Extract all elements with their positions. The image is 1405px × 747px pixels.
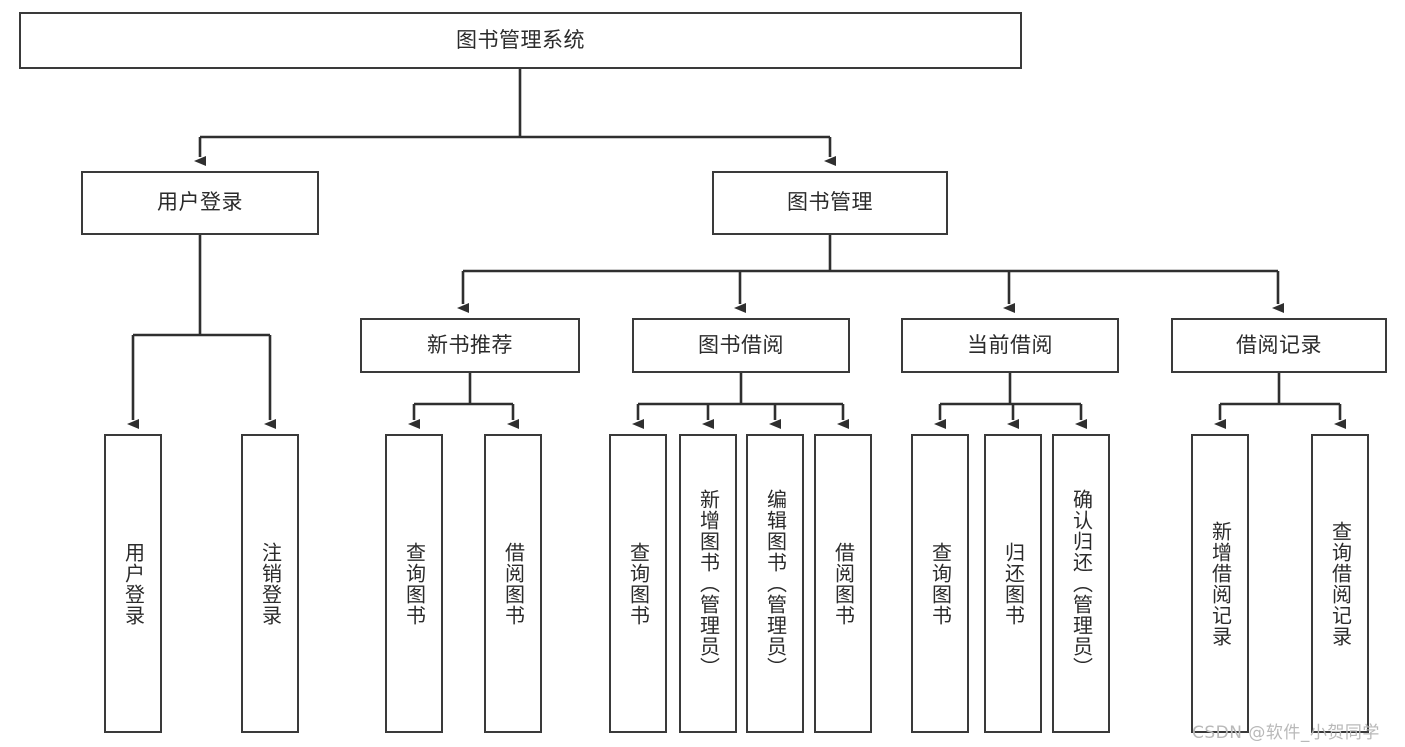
node-leaf-query-borrow-record[interactable]: 查询借阅记录 xyxy=(1311,434,1369,733)
node-borrow-record[interactable]: 借阅记录 xyxy=(1171,318,1387,373)
node-leaf-edit-book-admin-label: 编辑图书（管理员） xyxy=(763,489,788,678)
node-current-borrow[interactable]: 当前借阅 xyxy=(901,318,1119,373)
node-leaf-borrow-book-label: 借阅图书 xyxy=(831,541,856,626)
node-leaf-query-book-cur[interactable]: 查询图书 xyxy=(911,434,969,733)
node-leaf-query-book-rec-label: 查询图书 xyxy=(402,541,427,626)
node-root[interactable]: 图书管理系统 xyxy=(19,12,1022,69)
node-book-manage-label: 图书管理 xyxy=(787,190,873,215)
node-borrow-record-label: 借阅记录 xyxy=(1236,332,1322,357)
node-user-login[interactable]: 用户登录 xyxy=(81,171,319,235)
node-leaf-return-book[interactable]: 归还图书 xyxy=(984,434,1042,733)
node-leaf-borrow-book-rec-label: 借阅图书 xyxy=(501,541,526,626)
node-leaf-add-book-admin[interactable]: 新增图书（管理员） xyxy=(679,434,737,733)
node-current-borrow-label: 当前借阅 xyxy=(967,332,1053,357)
node-new-book-recommend[interactable]: 新书推荐 xyxy=(360,318,580,373)
node-book-borrow[interactable]: 图书借阅 xyxy=(632,318,850,373)
node-leaf-return-book-label: 归还图书 xyxy=(1001,541,1026,626)
node-leaf-confirm-return-admin-label: 确认归还（管理员） xyxy=(1069,489,1094,678)
node-user-login-label: 用户登录 xyxy=(157,190,243,215)
node-leaf-query-book-borrow-label: 查询图书 xyxy=(626,541,651,626)
node-leaf-query-book-borrow[interactable]: 查询图书 xyxy=(609,434,667,733)
watermark-text: CSDN @软件_小贺同学 xyxy=(1192,723,1380,743)
node-root-label: 图书管理系统 xyxy=(456,27,585,52)
node-leaf-user-login-label: 用户登录 xyxy=(121,541,146,626)
node-leaf-add-borrow-record-label: 新增借阅记录 xyxy=(1208,520,1233,647)
node-book-manage[interactable]: 图书管理 xyxy=(712,171,948,235)
node-leaf-query-book-cur-label: 查询图书 xyxy=(928,541,953,626)
node-leaf-add-borrow-record[interactable]: 新增借阅记录 xyxy=(1191,434,1249,733)
node-leaf-query-borrow-record-label: 查询借阅记录 xyxy=(1328,520,1353,647)
node-leaf-borrow-book[interactable]: 借阅图书 xyxy=(814,434,872,733)
node-new-book-recommend-label: 新书推荐 xyxy=(427,332,513,357)
node-leaf-user-login[interactable]: 用户登录 xyxy=(104,434,162,733)
node-leaf-add-book-admin-label: 新增图书（管理员） xyxy=(696,489,721,678)
node-leaf-query-book-rec[interactable]: 查询图书 xyxy=(385,434,443,733)
node-leaf-edit-book-admin[interactable]: 编辑图书（管理员） xyxy=(746,434,804,733)
node-leaf-logout-login-label: 注销登录 xyxy=(258,541,283,626)
node-leaf-borrow-book-rec[interactable]: 借阅图书 xyxy=(484,434,542,733)
node-book-borrow-label: 图书借阅 xyxy=(698,332,784,357)
node-leaf-logout-login[interactable]: 注销登录 xyxy=(241,434,299,733)
node-leaf-confirm-return-admin[interactable]: 确认归还（管理员） xyxy=(1052,434,1110,733)
